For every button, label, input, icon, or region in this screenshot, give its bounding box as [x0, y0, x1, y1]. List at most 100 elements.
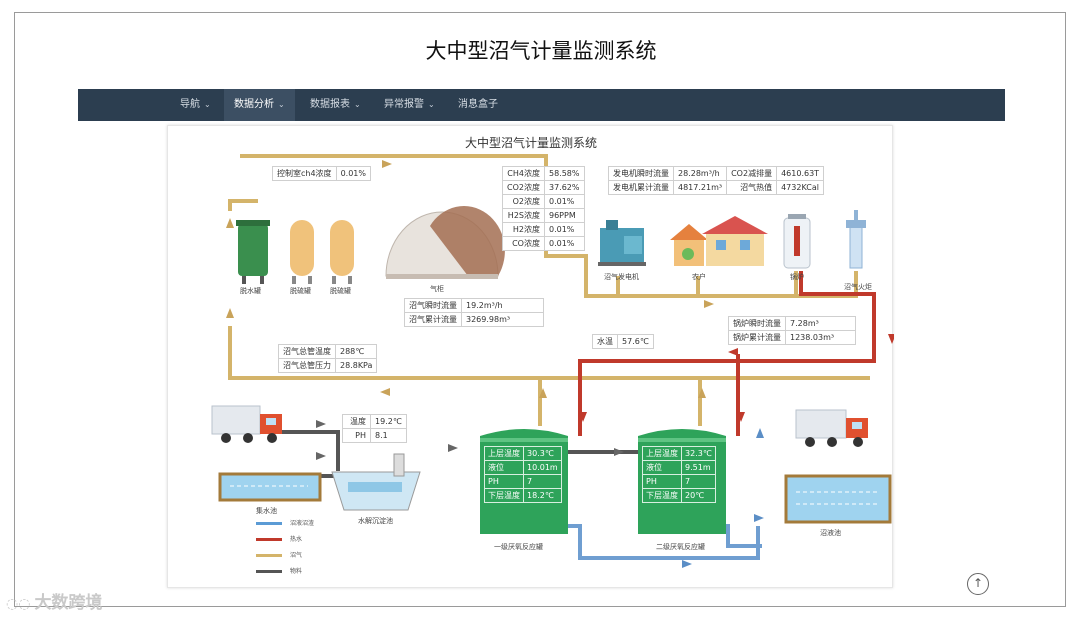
digestate-pool-label: 沼液池: [820, 529, 841, 537]
reactor-label: 上层温度: [642, 446, 682, 461]
nav-item-navigation[interactable]: 导航⌄: [170, 89, 221, 121]
nav-label: 异常报警: [384, 99, 424, 110]
right-arrow-icon: [614, 448, 624, 456]
pipe-value: 28.8KPa: [334, 358, 378, 373]
water-temp-label: 水温: [592, 334, 618, 349]
generator-value: 4817.21m³: [672, 180, 728, 195]
down-arrow-icon: [579, 412, 587, 422]
gas-value: 58.58%: [543, 166, 585, 181]
legend-item: 沼气: [256, 550, 302, 559]
reactor-value: 32.3℃: [681, 446, 716, 461]
reactor-value: 10.01m: [523, 460, 562, 475]
torch-icon: [846, 210, 866, 269]
legend-label: 热水: [290, 536, 303, 543]
nav-item-alarm[interactable]: 异常报警⌄: [374, 89, 445, 121]
slide: 大中型沼气计量监测系统 导航⌄ 数据分析⌄ 数据报表⌄ 异常报警⌄ 消息盒子: [14, 12, 1066, 607]
nav-item-data-analysis[interactable]: 数据分析⌄: [224, 89, 295, 121]
nav-item-message-box[interactable]: 消息盒子: [448, 89, 508, 121]
material-inlet-pipe: [268, 430, 340, 471]
reactor-label: PH: [484, 474, 524, 489]
household-icon: [670, 216, 768, 266]
generator-label: 发电机瞬时流量: [608, 166, 674, 181]
generator-value: 4732KCal: [776, 180, 825, 195]
biogas-top-pipe: [228, 199, 258, 211]
legend-item: 沼液沼渣: [256, 518, 314, 527]
right-arrow-icon: [754, 514, 764, 522]
biogas-return-pipe: [228, 326, 870, 380]
reactor-value: 9.51m: [681, 460, 716, 475]
reactor-label: 液位: [484, 460, 524, 475]
legend-label: 沼气: [290, 552, 303, 559]
inlet-value: 8.1: [370, 428, 407, 443]
biogas-arrows: [226, 160, 714, 398]
down-arrow-icon: [737, 412, 745, 422]
generator-value: 4610.63T: [776, 166, 825, 181]
reactor-label: PH: [642, 474, 682, 489]
boiler-label: 锅炉: [790, 273, 804, 281]
gas-value: 37.62%: [543, 180, 585, 195]
chevron-down-icon: ⌄: [204, 100, 211, 109]
boiler-label: 锅炉瞬时流量: [728, 316, 786, 331]
nav-label: 数据报表: [310, 99, 350, 110]
inlet-value: 19.2℃: [370, 414, 407, 429]
up-arrow-icon: [756, 428, 764, 438]
slide-title: 大中型沼气计量监测系统: [425, 39, 657, 63]
inlet-label: PH: [342, 428, 371, 443]
reactor-value: 30.3℃: [523, 446, 562, 461]
gas-value: 96PPM: [543, 208, 585, 223]
generator-label: CO2减排量: [726, 166, 778, 181]
down-arrow-icon: [888, 334, 894, 344]
household-label: 农户: [692, 273, 706, 281]
material-pipes: [268, 430, 638, 478]
legend-swatch: [256, 570, 282, 573]
hot-water-supply-pipe: [578, 271, 876, 436]
hydrolysis-label: 水解沉淀池: [358, 517, 393, 525]
pipe-label: 沼气总管温度: [278, 344, 336, 359]
pipe-value: 288℃: [334, 344, 378, 359]
flow-label: 沼气瞬时流量: [404, 298, 462, 313]
logo-icon: ◌◌: [6, 596, 31, 612]
legend-item: 热水: [256, 534, 302, 543]
top-navbar: 导航⌄ 数据分析⌄ 数据报表⌄ 异常报警⌄ 消息盒子: [78, 89, 1005, 121]
gas-value: 0.01%: [543, 236, 585, 251]
biogas-distribution-pipe: [578, 254, 858, 298]
reactor-value: 7: [681, 474, 716, 489]
chevron-down-icon: ⌄: [354, 100, 361, 109]
desulf-tank-1-label: 脱硫罐: [290, 287, 311, 295]
water-temp-value: 57.6℃: [617, 334, 654, 349]
legend-label: 物料: [290, 568, 303, 575]
digestate-arrows: [682, 428, 764, 568]
desulfurization-tank-icon: [330, 220, 354, 284]
pipe-label: 沼气总管压力: [278, 358, 336, 373]
nav-item-data-report[interactable]: 数据报表 ⌄: [300, 89, 371, 121]
tanker-truck-icon: [211, 405, 282, 443]
boiler-value: 1238.03m³: [785, 330, 856, 345]
reactor-value: 20℃: [681, 488, 716, 503]
hot-water-arrows: [579, 334, 894, 422]
collection-pool-icon: [218, 472, 322, 502]
hydrolysis-tank-icon: [331, 453, 421, 511]
watermark: ◌◌大数跨境: [6, 588, 102, 613]
arrow-up-circle-icon[interactable]: ↑: [967, 573, 989, 595]
legend-label: 沼液沼渣: [290, 520, 315, 527]
left-arrow-icon: [728, 348, 738, 356]
